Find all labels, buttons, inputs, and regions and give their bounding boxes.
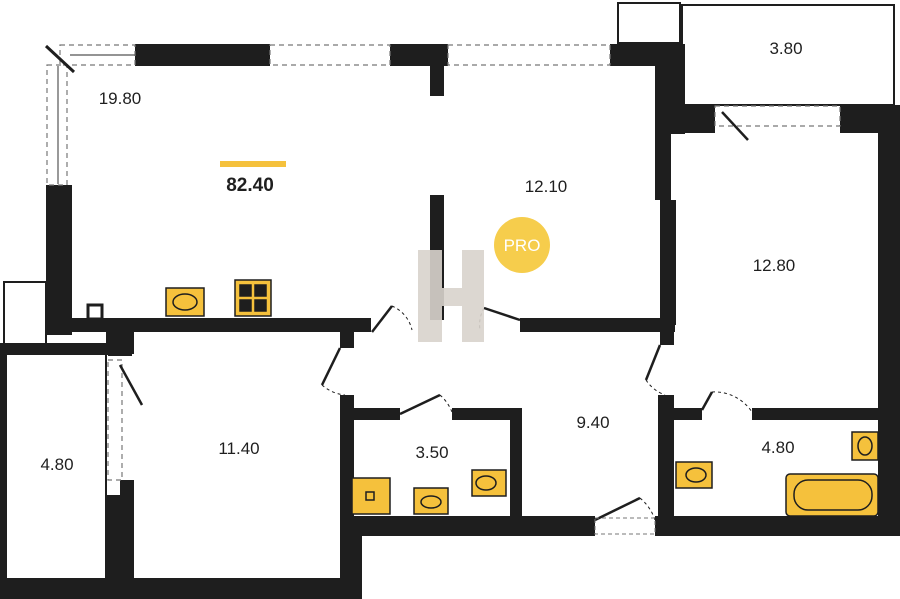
wall-partition-a [430, 66, 444, 96]
door-leaf-5 [399, 393, 441, 416]
room-area-bedroom-right: 12.80 [753, 256, 796, 275]
doors [118, 111, 753, 522]
door-leaf-9 [721, 111, 749, 141]
stove-burner-2 [254, 284, 267, 297]
wall-left-living [46, 185, 72, 335]
wall-mid-1 [46, 318, 371, 332]
window-left-1 [46, 64, 68, 186]
room-area-living: 19.80 [99, 89, 142, 108]
stove-burner-1 [239, 284, 252, 297]
washbasin-large-bowl [857, 436, 873, 456]
door-leaf-8 [118, 364, 144, 406]
total-area: 82.40 [226, 175, 274, 196]
bathtub-inner [793, 479, 873, 511]
window-top-2 [269, 44, 391, 66]
door-leaf-7 [594, 496, 641, 522]
loggia-wall-b [0, 578, 112, 599]
window-left-2 [107, 359, 123, 481]
logo-crossbar [418, 288, 484, 306]
wall-stub-2 [108, 338, 132, 356]
door-leaf-6 [700, 391, 714, 411]
bathtub [785, 473, 879, 517]
watermark-logo [418, 250, 484, 342]
wall-bottom-r [340, 520, 362, 599]
door-leaf-1 [371, 305, 393, 333]
windows [46, 44, 841, 481]
washbasin-small-bowl [420, 495, 442, 509]
door-arc-1 [391, 305, 413, 331]
stove-burner-4 [254, 299, 267, 312]
wall-stub-3 [120, 480, 134, 502]
window-top-3 [447, 44, 611, 66]
balcony-top-box [681, 4, 895, 106]
bath-large-top2 [752, 408, 882, 420]
door-leaf-3 [320, 347, 342, 386]
loggia-inner-box [5, 351, 107, 583]
bath-large-top [670, 408, 702, 420]
wall-stub-1 [86, 303, 104, 321]
pro-badge-text: PRO [504, 236, 541, 255]
door-arc-3 [321, 384, 346, 396]
toilet-large-bowl [685, 467, 707, 483]
wall-room-left-r2 [340, 395, 354, 535]
wall-top-2 [390, 44, 448, 66]
door-leaf-4 [644, 344, 662, 381]
walls [0, 44, 900, 599]
wall-bottom-3 [655, 516, 900, 536]
loggia-top-box [3, 281, 47, 345]
toilet-small [471, 469, 507, 497]
wall-partition-b [655, 130, 671, 200]
toilet-small-bowl [475, 475, 497, 491]
window-corner-diag [44, 44, 76, 74]
door-arc-6 [711, 391, 753, 413]
kitchen-sink-bowl [172, 293, 198, 311]
bath-small-top [340, 408, 400, 420]
bath-small-top2 [452, 408, 522, 420]
room-area-loggia-left: 4.80 [40, 455, 73, 474]
balcony-top-small [617, 2, 681, 44]
door-leaf-2 [483, 306, 521, 322]
room-area-bathroom-large: 4.80 [761, 438, 794, 457]
room-area-balcony-top: 3.80 [769, 39, 802, 58]
wall-room-left-r [340, 330, 354, 348]
total-accent-bar [220, 161, 286, 167]
wall-hall-right [658, 395, 674, 520]
loggia-wall-l [0, 343, 6, 599]
door-arc-5 [439, 394, 453, 413]
wall-partition-b2 [660, 200, 676, 325]
wall-hall-right2 [660, 330, 674, 345]
door-frame-bottom [594, 517, 656, 535]
window-details [44, 44, 135, 184]
outlines [3, 2, 895, 583]
window-balcony [714, 105, 841, 127]
bath-small-right [510, 408, 522, 520]
kitchen-sink [165, 287, 205, 317]
shower-drain [365, 491, 375, 501]
wall-top-1 [135, 44, 270, 66]
wall-mid-2 [520, 318, 675, 332]
room-area-bedroom-center: 12.10 [525, 177, 568, 196]
washbasin-small [413, 487, 449, 515]
wall-balcony-join [655, 105, 715, 133]
wall-bottom-2 [340, 516, 595, 536]
door-arc-7 [639, 497, 656, 521]
room-area-room-left: 11.40 [218, 439, 259, 458]
wall-bottom [106, 578, 361, 599]
door-arc-4 [645, 379, 666, 396]
washbasin-large [851, 431, 879, 461]
fixtures [165, 279, 879, 517]
wall-right-outer [878, 105, 900, 535]
room-area-hall: 9.40 [576, 413, 609, 432]
pro-badge [494, 217, 550, 273]
shower-tray [351, 477, 391, 515]
stove-burner-3 [239, 299, 252, 312]
room-area-bathroom-small: 3.50 [415, 443, 448, 462]
